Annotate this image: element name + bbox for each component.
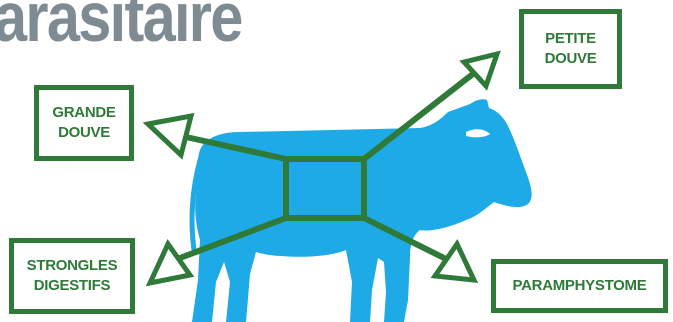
- triangle-arrowhead-icon: [435, 244, 474, 280]
- triangle-arrowhead-icon: [464, 54, 497, 86]
- triangle-arrowhead-icon: [148, 116, 191, 155]
- triangle-arrowhead-icon: [150, 244, 190, 283]
- label-grande-douve: GRANDE DOUVE: [34, 85, 134, 161]
- page-heading: arasitaire: [0, 0, 242, 52]
- label-grande-douve-text: GRANDE DOUVE: [52, 103, 115, 143]
- label-paramphystome: PARAMPHYSTOME: [491, 259, 668, 313]
- label-strongles-digestifs-text: STRONGLES DIGESTIFS: [27, 256, 118, 296]
- label-petite-douve: PETITE DOUVE: [519, 9, 622, 89]
- label-paramphystome-text: PARAMPHYSTOME: [513, 276, 647, 296]
- label-strongles-digestifs: STRONGLES DIGESTIFS: [9, 238, 135, 314]
- label-petite-douve-text: PETITE DOUVE: [545, 29, 597, 69]
